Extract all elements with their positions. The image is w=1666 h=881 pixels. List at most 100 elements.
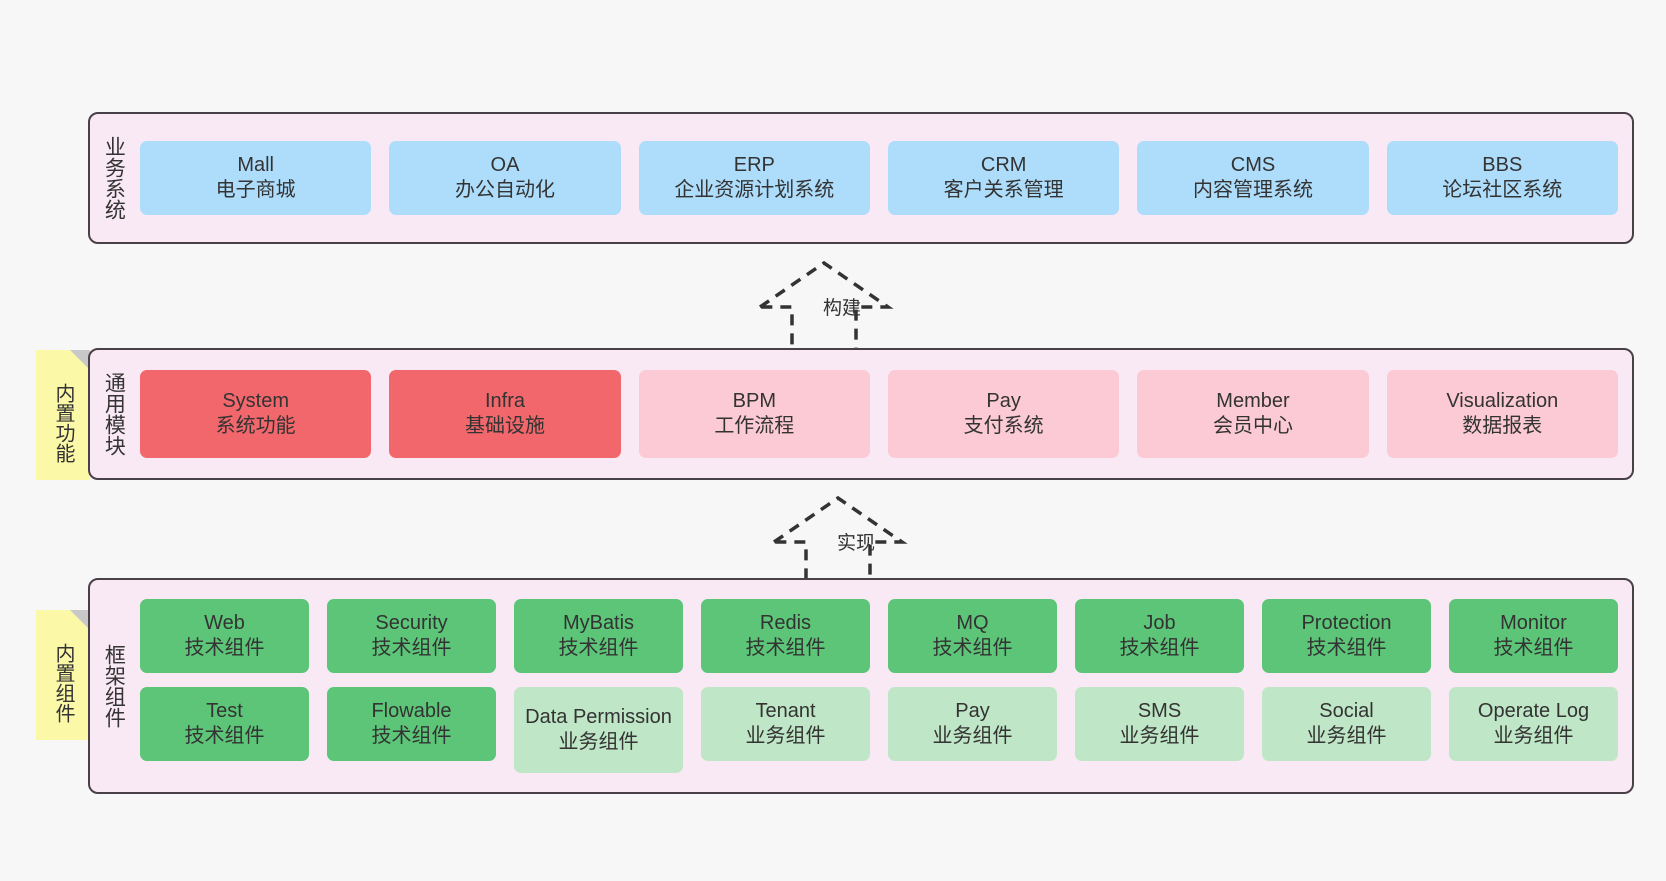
- card-title-cn: 技术组件: [184, 725, 265, 747]
- card-title-en: OA: [490, 153, 520, 176]
- connector-build-label: 构建: [822, 298, 861, 319]
- card-title-cn: 技术组件: [371, 637, 452, 659]
- card-title-en: Mall: [237, 153, 274, 176]
- note-label: 内置功能: [52, 383, 74, 463]
- card-title-en: Pay: [955, 699, 990, 722]
- card-title-en: BPM: [732, 389, 776, 412]
- card-visualization[interactable]: Visualization 数据报表: [1386, 370, 1618, 458]
- layer-body-business-systems: Mall 电子商城 OA 办公自动化 ERP 企业资源计划系统 CRM 客户关系…: [136, 114, 1632, 242]
- card-title-cn: 论坛社区系统: [1442, 179, 1563, 201]
- card-title-en: Web: [204, 611, 245, 634]
- card-title-en: Job: [1143, 611, 1176, 634]
- layer-title-common-modules: 通用模块: [102, 372, 126, 456]
- card-title-cn: 技术组件: [371, 725, 452, 747]
- card-social[interactable]: Social 业务组件: [1262, 687, 1431, 761]
- note-label: 内置组件: [52, 643, 74, 723]
- card-system[interactable]: System 系统功能: [140, 370, 372, 458]
- layer-body-common-modules: System 系统功能 Infra 基础设施 BPM 工作流程 Pay 支付系统…: [136, 350, 1632, 478]
- card-title-cn: 技术组件: [558, 637, 639, 659]
- card-mybatis[interactable]: MyBatis 技术组件: [514, 599, 683, 673]
- card-redis[interactable]: Redis 技术组件: [701, 599, 870, 673]
- layer-framework-components: 框架组件 Web 技术组件 Security 技术组件 MyBatis 技术组件…: [88, 578, 1634, 794]
- card-pay-component[interactable]: Pay 业务组件: [888, 687, 1057, 761]
- card-title-en: MyBatis: [562, 611, 635, 634]
- card-title-en: ERP: [733, 153, 775, 176]
- framework-row-technical: Web 技术组件 Security 技术组件 MyBatis 技术组件 Redi…: [140, 599, 1618, 673]
- card-title-en: Operate Log: [1477, 699, 1590, 722]
- card-title-en: CRM: [980, 153, 1027, 176]
- card-title-cn: 业务组件: [558, 731, 639, 753]
- card-title-cn: 办公自动化: [454, 179, 555, 201]
- card-erp[interactable]: ERP 企业资源计划系统: [638, 141, 870, 215]
- card-title-cn: 企业资源计划系统: [674, 179, 835, 201]
- card-title-en: MQ: [956, 611, 989, 634]
- card-title-en: SMS: [1137, 699, 1182, 722]
- card-web[interactable]: Web 技术组件: [140, 599, 309, 673]
- card-title-cn: 业务组件: [1119, 725, 1200, 747]
- card-title-en: Visualization: [1446, 389, 1559, 412]
- card-title-cn: 业务组件: [932, 725, 1013, 747]
- card-bbs[interactable]: BBS 论坛社区系统: [1386, 141, 1618, 215]
- card-crm[interactable]: CRM 客户关系管理: [887, 141, 1120, 215]
- card-title-cn: 业务组件: [1493, 725, 1574, 747]
- layer-title-framework-components: 框架组件: [102, 644, 126, 728]
- implement-arrow-icon: [768, 495, 908, 589]
- card-monitor[interactable]: Monitor 技术组件: [1449, 599, 1618, 673]
- card-title-en: Tenant: [755, 699, 816, 722]
- card-title-cn: 电子商城: [215, 179, 296, 201]
- card-title-cn: 基础设施: [464, 415, 545, 437]
- card-title-cn: 工作流程: [714, 415, 795, 437]
- card-title-en: Social: [1319, 699, 1374, 722]
- note-builtin-features: 内置功能: [36, 350, 90, 480]
- connector-build-arrow: 构建: [752, 255, 932, 360]
- card-title-en: BBS: [1482, 153, 1523, 176]
- card-oa[interactable]: OA 办公自动化: [389, 141, 621, 215]
- card-title-cn: 客户关系管理: [943, 179, 1064, 201]
- card-title-en: Redis: [759, 611, 812, 634]
- card-sms[interactable]: SMS 业务组件: [1075, 687, 1244, 761]
- card-title-cn: 技术组件: [1119, 637, 1200, 659]
- card-member[interactable]: Member 会员中心: [1137, 370, 1369, 458]
- card-pay-module[interactable]: Pay 支付系统: [887, 370, 1120, 458]
- card-title-cn: 支付系统: [963, 415, 1044, 437]
- card-cms[interactable]: CMS 内容管理系统: [1137, 141, 1369, 215]
- card-title-en: Flowable: [371, 699, 452, 722]
- card-bpm[interactable]: BPM 工作流程: [638, 370, 870, 458]
- layer-business-systems: 业务系统 Mall 电子商城 OA 办公自动化 ERP 企业资源计划系统 CRM…: [88, 112, 1634, 244]
- card-title-en: Data Permission: [525, 705, 672, 728]
- card-flowable[interactable]: Flowable 技术组件: [327, 687, 496, 761]
- card-data-permission[interactable]: Data Permission 业务组件: [514, 687, 683, 773]
- note-builtin-components: 内置组件: [36, 610, 90, 740]
- card-title-cn: 业务组件: [745, 725, 826, 747]
- card-title-cn: 数据报表: [1462, 415, 1543, 437]
- card-title-cn: 技术组件: [745, 637, 826, 659]
- card-title-cn: 内容管理系统: [1192, 179, 1313, 201]
- layer-common-modules: 通用模块 System 系统功能 Infra 基础设施 BPM 工作流程 Pay…: [88, 348, 1634, 480]
- card-title-cn: 技术组件: [1493, 637, 1574, 659]
- card-title-en: Security: [375, 611, 448, 634]
- build-arrow-icon: [754, 260, 894, 354]
- card-job[interactable]: Job 技术组件: [1075, 599, 1244, 673]
- page-fold-icon: [70, 350, 90, 370]
- connector-implement-label: 实现: [836, 533, 875, 554]
- card-mall[interactable]: Mall 电子商城: [140, 141, 372, 215]
- card-operate-log[interactable]: Operate Log 业务组件: [1449, 687, 1618, 761]
- page-fold-icon: [70, 610, 90, 630]
- layer-body-framework-components: Web 技术组件 Security 技术组件 MyBatis 技术组件 Redi…: [136, 580, 1632, 792]
- card-title-en: Protection: [1301, 611, 1392, 634]
- card-security[interactable]: Security 技术组件: [327, 599, 496, 673]
- card-protection[interactable]: Protection 技术组件: [1262, 599, 1431, 673]
- card-infra[interactable]: Infra 基础设施: [389, 370, 621, 458]
- card-title-en: System: [222, 389, 289, 412]
- layer-title-business-systems: 业务系统: [102, 136, 126, 220]
- card-mq[interactable]: MQ 技术组件: [888, 599, 1057, 673]
- card-title-cn: 业务组件: [1306, 725, 1387, 747]
- card-title-cn: 技术组件: [1306, 637, 1387, 659]
- card-title-cn: 技术组件: [184, 637, 265, 659]
- card-test[interactable]: Test 技术组件: [140, 687, 309, 761]
- card-title-en: CMS: [1230, 153, 1276, 176]
- card-title-en: Test: [206, 699, 243, 722]
- card-title-cn: 技术组件: [932, 637, 1013, 659]
- card-tenant[interactable]: Tenant 业务组件: [701, 687, 870, 761]
- framework-row-business: Test 技术组件 Flowable 技术组件 Data Permission …: [140, 687, 1618, 773]
